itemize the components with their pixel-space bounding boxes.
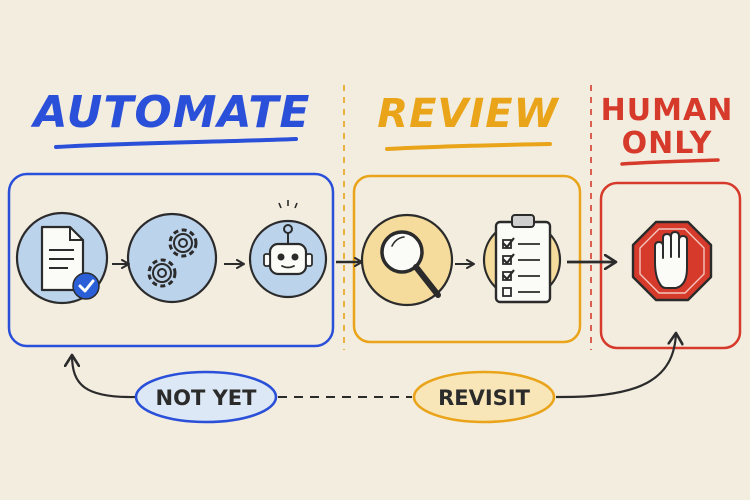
revisit-label: REVISIT — [438, 386, 531, 410]
automate-box — [7, 172, 335, 348]
not-yet-oval — [134, 370, 278, 424]
automate-heading: AUTOMATE — [31, 87, 311, 138]
review-heading: REVIEW — [377, 91, 559, 137]
clipboard-checklist-icon — [482, 214, 562, 304]
human-box — [599, 181, 742, 350]
loop-arrow-to-human — [555, 333, 676, 399]
document-check-icon — [15, 211, 109, 305]
stop-hand-icon — [631, 220, 713, 302]
loop-arrow-to-automate — [72, 355, 137, 399]
human-underline — [620, 158, 720, 166]
revisit-oval — [412, 370, 556, 424]
human-heading-line1: HUMAN — [601, 93, 734, 128]
review-underline — [385, 142, 552, 151]
magnifier-icon — [360, 213, 454, 307]
gears-icon — [126, 212, 218, 304]
not-yet-label: NOT YET — [156, 386, 258, 410]
robot-icon — [248, 200, 328, 299]
automate-underline — [54, 137, 298, 149]
human-heading-line2: ONLY — [622, 126, 713, 161]
